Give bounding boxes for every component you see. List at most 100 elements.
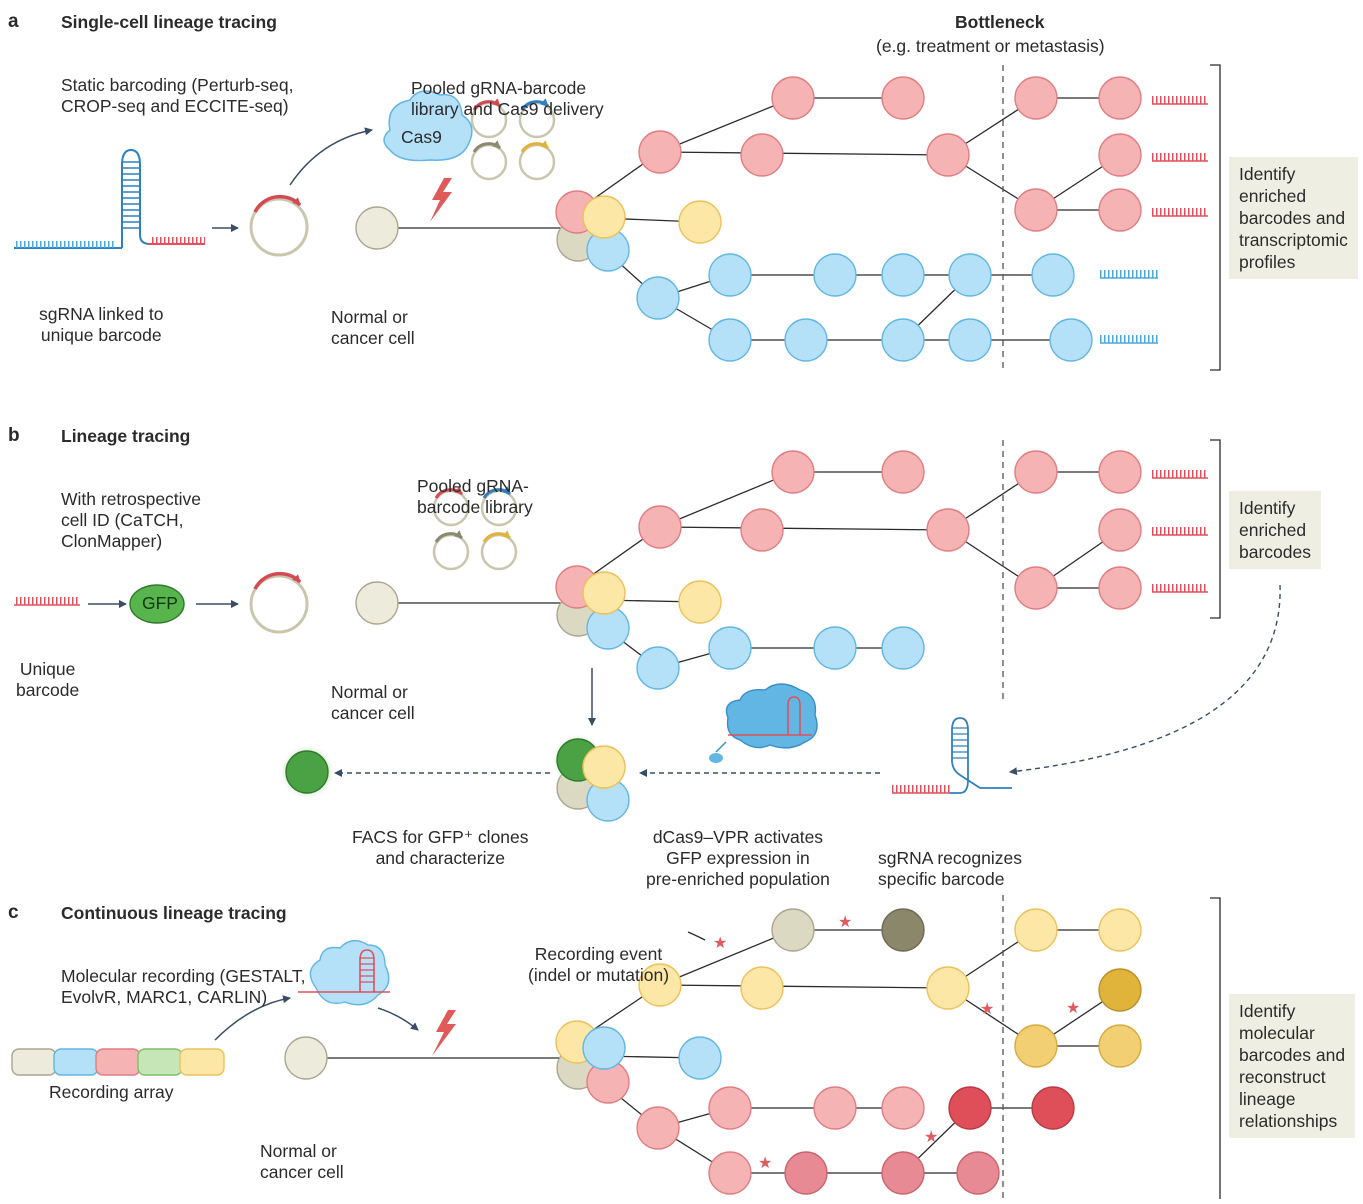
star-icon: ★ — [713, 933, 727, 952]
cell — [1014, 76, 1058, 120]
cell — [881, 626, 925, 670]
cell — [1098, 188, 1142, 232]
recording-array-label: Recording array — [49, 1082, 174, 1102]
mutated-cell — [1031, 1086, 1075, 1130]
normal-cell — [355, 581, 399, 625]
cell — [881, 450, 925, 494]
cell-tree-c — [284, 908, 1142, 1195]
gfp-label: GFP — [142, 593, 178, 613]
mutated-cell — [881, 1151, 925, 1195]
plasmid-library-icon — [470, 98, 556, 181]
bracket — [1210, 439, 1221, 619]
cell — [813, 253, 857, 297]
recording-array-icon — [11, 1048, 225, 1076]
plasmid-library-icon — [432, 486, 518, 571]
star-icon: ★ — [1066, 998, 1080, 1017]
cell — [582, 1026, 626, 1070]
mutated-cell — [1014, 1024, 1058, 1068]
cell — [881, 1086, 925, 1130]
mutated-cell — [948, 1086, 992, 1130]
panel-c-subtitle: Molecular recording (GESTALT,EvolvR, MAR… — [61, 966, 306, 1007]
gfp-icon — [129, 584, 185, 624]
cell — [678, 1036, 722, 1080]
arrow — [214, 995, 291, 1041]
cell — [881, 318, 925, 362]
cell — [1014, 188, 1058, 232]
arrow — [289, 127, 373, 186]
bottleneck-subtitle: (e.g. treatment or metastasis) — [876, 36, 1105, 56]
cell — [638, 130, 682, 174]
sgrna-hairpin-icon — [892, 717, 1012, 794]
lightning-icon — [430, 178, 452, 222]
cell — [1098, 133, 1142, 177]
cell — [740, 508, 784, 552]
panel-a — [14, 64, 1221, 371]
barcode-reads — [1100, 96, 1208, 344]
bracket — [1210, 64, 1221, 371]
normal-cell — [284, 1036, 328, 1080]
mutated-cell — [1098, 968, 1142, 1012]
mutated-cell — [784, 1151, 828, 1195]
cell — [771, 76, 815, 120]
cell — [740, 966, 784, 1010]
cell — [740, 133, 784, 177]
gfp-positive-cell — [285, 750, 329, 794]
bottleneck-title: Bottleneck — [955, 12, 1045, 32]
mutation-star-icons: ★ ★ ★ ★ ★ ★ — [713, 912, 1080, 1172]
star-icon: ★ — [758, 1153, 772, 1172]
mutated-cell — [956, 1151, 1000, 1195]
cell — [1014, 908, 1058, 952]
panel-c-title: Continuous lineage tracing — [61, 903, 287, 923]
sgrna-hairpin-icon — [14, 148, 205, 249]
cell — [638, 963, 682, 1007]
cas9-protein-icon — [383, 90, 473, 162]
cell — [784, 318, 828, 362]
cell — [582, 195, 626, 239]
panel-b — [14, 439, 1281, 822]
mutated-cell — [881, 908, 925, 952]
cell-tree-a — [355, 76, 1142, 362]
plasmid-icon — [249, 194, 309, 257]
cell — [1098, 508, 1142, 552]
star-icon: ★ — [924, 1127, 938, 1146]
plasmid-icon — [249, 571, 309, 634]
cell — [881, 76, 925, 120]
cell — [813, 1086, 857, 1130]
cell — [1014, 566, 1058, 610]
barcode-icon — [14, 597, 80, 605]
cell — [708, 626, 752, 670]
cas9-editor-icon — [298, 940, 390, 1006]
cell — [881, 253, 925, 297]
cell — [708, 253, 752, 297]
bracket — [1210, 897, 1221, 1199]
lightning-icon — [432, 1010, 456, 1056]
cas9-label: Cas9 — [401, 127, 442, 147]
star-icon: ★ — [838, 912, 852, 931]
cell — [636, 646, 680, 690]
cell — [708, 1151, 752, 1195]
arrow — [377, 1007, 419, 1031]
cell — [678, 580, 722, 624]
panel-letter-b: b — [8, 425, 20, 446]
dashed-arrow — [1009, 584, 1281, 776]
cell — [771, 908, 815, 952]
recording-event-label: Recording event(indel or mutation) — [528, 944, 670, 985]
cell — [582, 571, 626, 615]
barcode-reads — [1152, 470, 1208, 593]
cell — [948, 253, 992, 297]
panel-c: ★ ★ ★ ★ ★ ★ — [11, 895, 1221, 1199]
normal-cell — [355, 206, 399, 250]
panel-b-title: Lineage tracing — [61, 426, 191, 446]
mutated-cell — [1098, 1024, 1142, 1068]
star-icon: ★ — [980, 999, 994, 1018]
